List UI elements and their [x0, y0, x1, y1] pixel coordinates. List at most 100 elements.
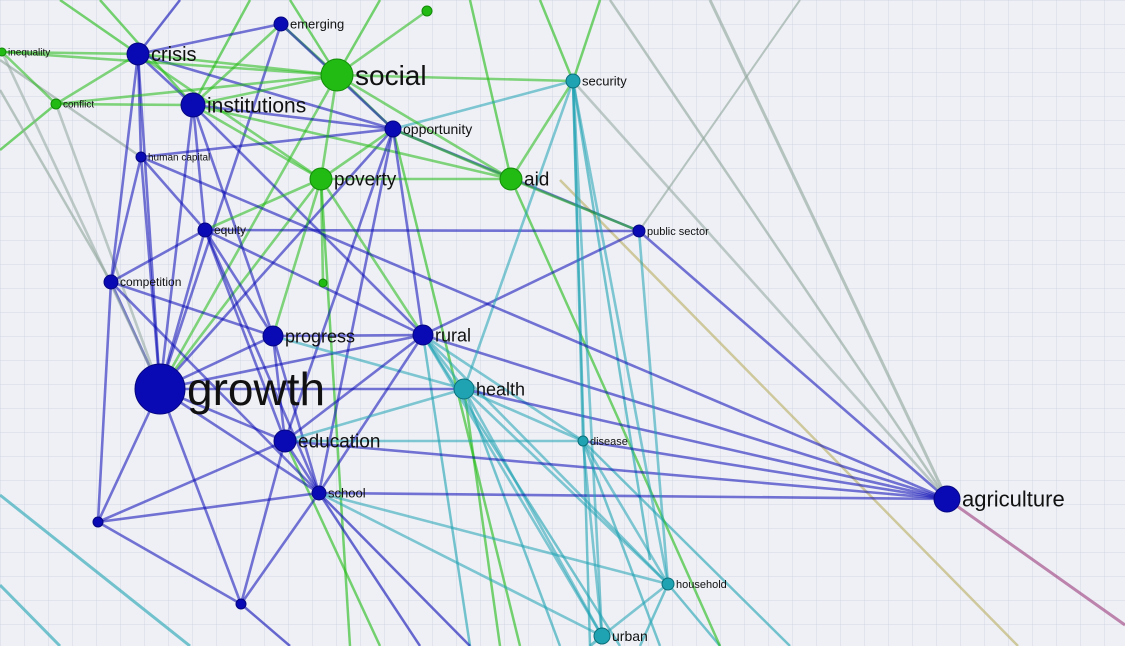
node-disease[interactable]: disease — [577, 435, 628, 448]
node-circle[interactable] — [320, 58, 354, 92]
node-circle[interactable] — [565, 73, 581, 89]
node-social[interactable]: social — [320, 58, 427, 92]
node-poverty[interactable]: poverty — [309, 167, 397, 191]
node-institutions[interactable]: institutions — [180, 92, 306, 118]
node-human-capital[interactable]: human capital — [135, 151, 210, 164]
node-label: disease — [590, 436, 628, 448]
edge-equity-school — [203, 228, 321, 495]
node-growth[interactable]: growth — [134, 363, 325, 415]
node-circle[interactable] — [661, 577, 675, 591]
node-circle[interactable] — [134, 363, 186, 415]
node-label: opportunity — [403, 121, 472, 137]
edge-disease-urban — [581, 439, 604, 638]
edge-growth-human_capital — [139, 155, 162, 391]
node-u-green-top[interactable] — [421, 5, 433, 17]
edge-agriculture-human_capital — [139, 155, 949, 501]
edge-progress-rural — [271, 333, 425, 338]
node-circle[interactable] — [180, 92, 206, 118]
node-circle[interactable] — [421, 5, 433, 17]
node-circle[interactable] — [632, 224, 646, 238]
node-circle[interactable] — [311, 485, 327, 501]
node-security[interactable]: security — [565, 73, 627, 89]
node-inequality[interactable]: inequality — [0, 48, 50, 59]
node-circle[interactable] — [103, 274, 119, 290]
edge-school-u_blue_left — [96, 491, 321, 524]
edge-offscreen — [240, 603, 291, 646]
edge-opportunity-rural — [391, 127, 425, 337]
node-aid[interactable]: aid — [499, 167, 549, 191]
edge-offscreen — [571, 80, 652, 561]
edge-education-u_blue_bottom — [239, 439, 287, 606]
edge-growth-emerging — [158, 22, 283, 391]
node-agriculture[interactable]: agriculture — [933, 485, 1065, 513]
node-label: progress — [285, 326, 355, 346]
node-circle[interactable] — [273, 16, 289, 32]
edge-school-agriculture — [317, 491, 949, 501]
edge-progress-health — [271, 334, 466, 391]
node-layer[interactable]: emerging inequality crisis social security co… — [0, 5, 1065, 645]
node-circle[interactable] — [262, 325, 284, 347]
node-competition[interactable]: competition — [103, 274, 181, 290]
edge-aid-social — [335, 73, 513, 181]
node-education[interactable]: education — [273, 429, 380, 453]
edge-offscreen — [317, 492, 422, 646]
node-health[interactable]: health — [453, 378, 525, 400]
node-circle[interactable] — [384, 120, 402, 138]
edge-offscreen — [509, 178, 722, 646]
node-urban[interactable]: urban — [593, 627, 648, 645]
node-circle[interactable] — [50, 98, 62, 110]
node-label: conflict — [63, 100, 94, 111]
node-public-sector[interactable]: public sector — [632, 224, 709, 238]
node-circle[interactable] — [0, 47, 7, 57]
node-progress[interactable]: progress — [262, 325, 355, 347]
edge-opportunity-school — [317, 127, 395, 495]
edge-social-inequality — [0, 50, 339, 77]
edge-growth-social — [158, 73, 339, 391]
edge-growth-rural — [158, 333, 425, 391]
edge-social-u_green_top — [335, 9, 429, 77]
node-label: growth — [187, 363, 325, 415]
edge-offscreen — [0, 583, 62, 646]
edge-crisis-poverty — [136, 52, 323, 181]
node-circle[interactable] — [92, 516, 104, 528]
node-circle[interactable] — [318, 278, 328, 288]
edge-institutions-equity — [191, 103, 207, 232]
node-conflict[interactable]: conflict — [50, 98, 94, 111]
node-u-blue-left[interactable] — [92, 516, 104, 528]
node-household[interactable]: household — [661, 577, 727, 591]
edge-rural-urban — [421, 333, 604, 638]
node-crisis[interactable]: crisis — [126, 42, 197, 66]
node-label: agriculture — [962, 487, 1065, 512]
edge-human_capital-equity — [139, 155, 207, 232]
edge-health-security — [462, 79, 575, 391]
edge-equity-progress — [203, 228, 275, 338]
node-circle[interactable] — [273, 429, 297, 453]
node-opportunity[interactable]: opportunity — [384, 120, 472, 138]
node-circle[interactable] — [197, 222, 213, 238]
edge-health-education — [283, 387, 466, 443]
node-rural[interactable]: rural — [412, 324, 471, 346]
edge-growth-opportunity — [158, 127, 395, 391]
edge-offscreen — [0, 89, 113, 283]
node-circle[interactable] — [135, 151, 147, 163]
node-label: equity — [214, 223, 246, 237]
node-circle[interactable] — [593, 627, 611, 645]
node-circle[interactable] — [412, 324, 434, 346]
node-circle[interactable] — [933, 485, 961, 513]
node-label: social — [355, 60, 427, 91]
edge-public_sector-household — [637, 229, 670, 586]
node-circle[interactable] — [235, 598, 247, 610]
node-circle[interactable] — [499, 167, 523, 191]
node-u-blue-bottom[interactable] — [235, 598, 247, 610]
node-equity[interactable]: equity — [197, 222, 246, 238]
edge-offscreen — [191, 0, 252, 106]
node-circle[interactable] — [453, 378, 475, 400]
node-circle[interactable] — [309, 167, 333, 191]
node-emerging[interactable]: emerging — [273, 16, 344, 32]
edge-offscreen — [0, 103, 57, 151]
node-u-green-mid[interactable] — [318, 278, 328, 288]
node-circle[interactable] — [577, 435, 589, 447]
node-circle[interactable] — [126, 42, 150, 66]
node-school[interactable]: school — [311, 485, 366, 501]
